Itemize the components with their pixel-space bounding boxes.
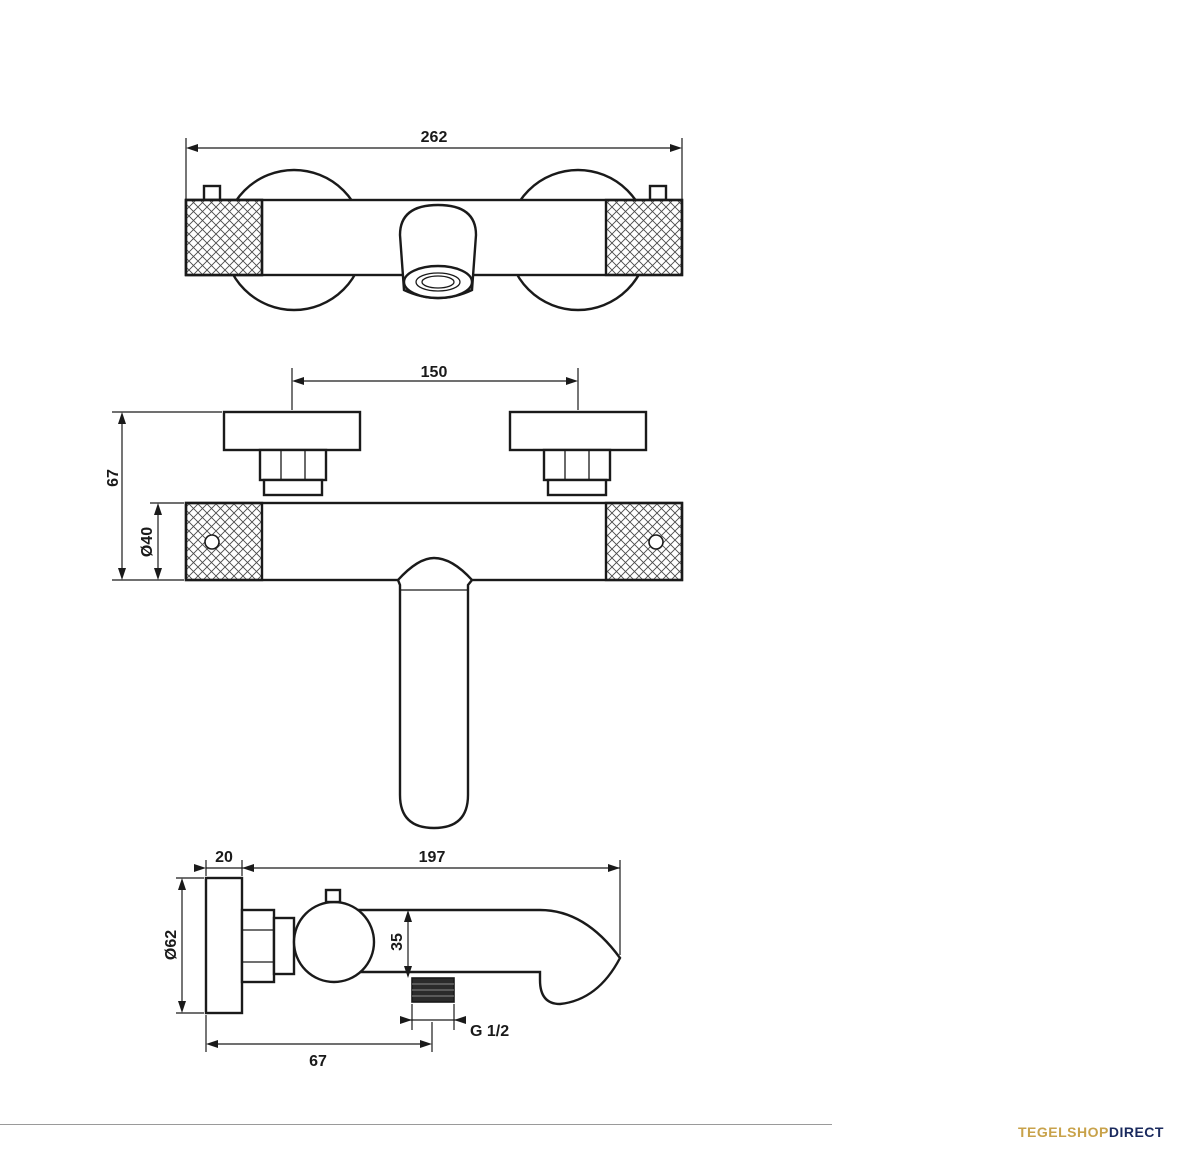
footer-divider (0, 1124, 832, 1125)
dim-35-label: 35 (389, 933, 406, 951)
top-right-knurl-fill (604, 198, 684, 277)
brand-part-direct: DIRECT (1108, 1124, 1164, 1140)
dim-262-label: 262 (421, 129, 448, 146)
top-right-pin (648, 184, 668, 202)
side-connector (272, 916, 296, 976)
dim-20-label: 20 (215, 849, 233, 866)
side-spout (334, 908, 622, 1006)
side-nut (240, 908, 276, 984)
top-left-pin (202, 184, 222, 202)
front-view: 150 67 Ø40 (105, 364, 684, 830)
front-right-hole (648, 534, 664, 550)
dim-67-side-label: 67 (309, 1053, 327, 1070)
dim-d62-label: Ø62 (163, 930, 180, 960)
dim-262-arrow-right (670, 144, 682, 152)
front-right-knurl (604, 501, 684, 582)
side-pin (324, 888, 342, 904)
brand-part-tegel: TEGEL (1018, 1124, 1068, 1140)
front-left-hole (204, 534, 220, 550)
dim-262-arrow-left (186, 144, 198, 152)
dim-150-label: 150 (421, 364, 448, 381)
top-left-knurl-fill (184, 198, 264, 277)
top-spout-outlet-inner (415, 272, 461, 292)
top-spout-outlet (402, 264, 474, 300)
front-left-knurl (184, 501, 264, 582)
side-body-circle (292, 900, 376, 984)
side-rosette (204, 876, 244, 1015)
front-left-nut (258, 448, 328, 482)
front-spout (396, 556, 474, 830)
dim-d40-label: Ø40 (139, 527, 156, 557)
front-right-cap (508, 410, 648, 452)
dim-197-label: 197 (419, 849, 446, 866)
dim-g12-label: G 1/2 (470, 1023, 509, 1040)
front-left-cap (222, 410, 362, 452)
dim-67-front-label: 67 (105, 469, 122, 487)
side-view: 20 197 Ø62 35 G 1/2 67 (163, 849, 622, 1070)
brand-part-shop: SHOP (1067, 1124, 1109, 1140)
brand-logo: TEGELSHOPDIRECT (1018, 1124, 1164, 1140)
front-right-connector (546, 478, 608, 497)
top-view: 262 (184, 129, 684, 312)
top-spout-outlet-core (421, 275, 455, 289)
front-left-connector (262, 478, 324, 497)
front-right-nut (542, 448, 612, 482)
